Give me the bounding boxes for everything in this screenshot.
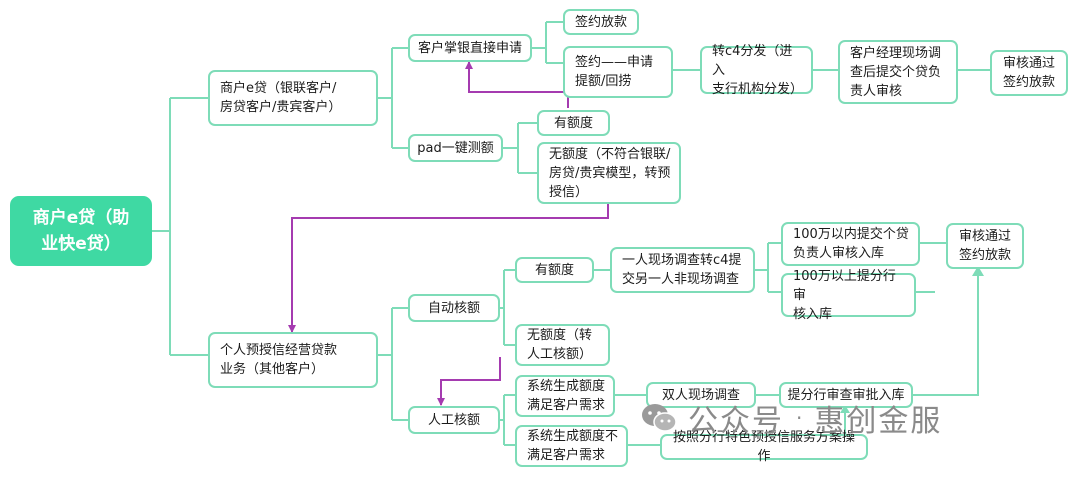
pad-test-node: pad一键测额 <box>408 134 503 162</box>
connector <box>755 242 781 293</box>
connector <box>913 275 979 396</box>
approve-sign-node-1: 审核通过 签约放款 <box>990 50 1068 96</box>
merchant-loan-node: 商户e贷（银联客户/ 房贷客户/贵宾客户） <box>208 70 378 126</box>
transfer-c4-node: 转c4分发（进入 支行机构分发） <box>700 44 813 97</box>
arrow-to-personal-credit <box>288 204 609 333</box>
over-1m-node: 100万以上提分行审 核入库 <box>781 269 916 322</box>
watermark: 公众号 · 惠创金服 <box>640 388 942 448</box>
branch-review-node: 提分行审查审批入库 <box>779 382 913 408</box>
arrow-back-to-apply <box>465 61 569 108</box>
connector <box>615 394 660 446</box>
arrow-to-manual-check <box>437 357 501 406</box>
manual-check-node: 人工核额 <box>408 406 500 434</box>
tree-connectors <box>152 21 990 446</box>
has-quota-node-1: 有额度 <box>537 110 610 136</box>
sys-meet-node: 系统生成额度 满足客户需求 <box>515 375 615 417</box>
has-quota-node-2: 有额度 <box>515 257 594 283</box>
personal-credit-node: 个人预授信经营贷款 业务（其他客户） <box>208 332 378 388</box>
purple-arrows <box>288 61 609 406</box>
connector <box>500 394 515 446</box>
manager-survey-node: 客户经理现场调 查后提交个贷负 责人审核 <box>838 40 958 104</box>
one-person-survey-node: 一人现场调查转c4提 交另一人非现场调查 <box>610 247 755 293</box>
sign-apply-node: 签约——申请 提额/回捞 <box>563 46 673 98</box>
connector <box>500 269 515 346</box>
watermark-prefix: 公众号 <box>688 404 784 439</box>
arrowhead <box>840 405 850 413</box>
connector <box>152 97 208 356</box>
connector <box>503 122 537 174</box>
auto-check-node: 自动核额 <box>408 294 500 322</box>
branch-special-node: 按照分行特色预授信服务方案操作 <box>660 430 868 464</box>
sys-not-meet-node: 系统生成额度不 满足客户需求 <box>515 425 628 467</box>
under-1m-node: 100万以内提交个贷 负责人审核入库 <box>781 222 920 266</box>
root-node: 商户e贷（助 业快e贷） <box>10 196 152 266</box>
watermark-separator: · <box>796 406 803 430</box>
connector <box>378 47 408 149</box>
wechat-icon <box>640 399 678 437</box>
apply-direct-node: 客户掌银直接申请 <box>408 34 532 62</box>
no-quota-node-2: 无额度（转 人工核额） <box>515 324 610 366</box>
sign-release-node-1: 签约放款 <box>563 9 639 35</box>
approve-sign-node-2: 审核通过 签约放款 <box>946 223 1024 269</box>
connector <box>378 307 408 421</box>
no-quota-node-1: 无额度（不符合银联/ 房贷/贵宾模型，转预 授信） <box>537 142 681 204</box>
arrowhead <box>972 266 984 276</box>
connector <box>532 21 563 64</box>
watermark-name: 惠创金服 <box>814 404 943 439</box>
two-person-survey-node: 双人现场调查 <box>646 382 756 408</box>
